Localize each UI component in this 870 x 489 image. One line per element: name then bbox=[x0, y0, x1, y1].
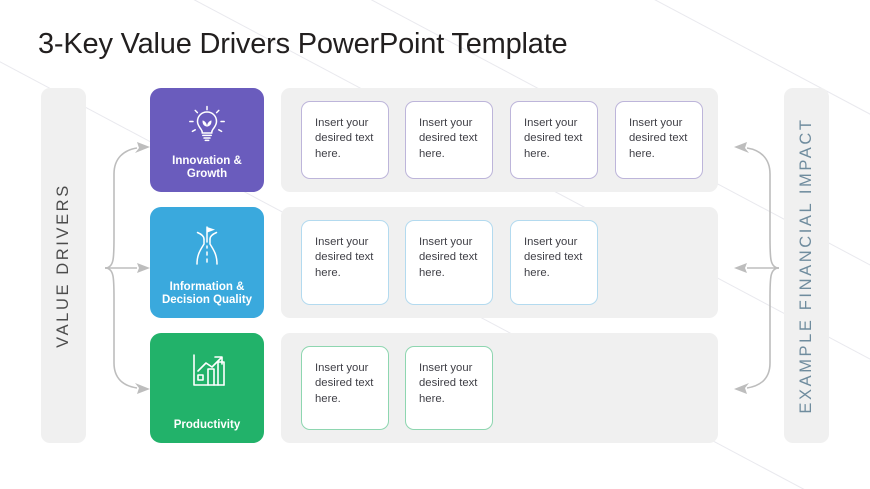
driver-box-innovation-growth[interactable]: Innovation & Growth bbox=[150, 88, 264, 192]
driver-box-information-decision-quality[interactable]: Information & Decision Quality bbox=[150, 207, 264, 318]
financial-impact-axis-bar: EXAMPLE FINANCIAL IMPACT bbox=[784, 88, 829, 443]
text-card[interactable]: Insert your desired text here. bbox=[405, 346, 493, 430]
bar-chart-growth-icon bbox=[193, 354, 225, 386]
text-card[interactable]: Insert your desired text here. bbox=[510, 101, 598, 179]
page-title: 3-Key Value Drivers PowerPoint Template bbox=[38, 28, 568, 60]
left-branch-connector bbox=[104, 142, 150, 394]
lightbulb-leaf-icon bbox=[189, 105, 225, 142]
text-card[interactable]: Insert your desired text here. bbox=[615, 101, 703, 179]
row-track-innovation-growth: Insert your desired text here. Insert yo… bbox=[281, 88, 718, 192]
row-track-productivity: Insert your desired text here. Insert yo… bbox=[281, 333, 718, 443]
text-card[interactable]: Insert your desired text here. bbox=[510, 220, 598, 305]
text-card[interactable]: Insert your desired text here. bbox=[301, 220, 389, 305]
text-card[interactable]: Insert your desired text here. bbox=[301, 346, 389, 430]
forked-road-flag-icon bbox=[196, 226, 218, 265]
row-track-information-decision-quality: Insert your desired text here. Insert yo… bbox=[281, 207, 718, 318]
driver-label: Information & Decision Quality bbox=[161, 281, 253, 306]
text-card[interactable]: Insert your desired text here. bbox=[405, 101, 493, 179]
driver-label: Productivity bbox=[173, 419, 241, 431]
text-card[interactable]: Insert your desired text here. bbox=[301, 101, 389, 179]
value-drivers-axis-label: VALUE DRIVERS bbox=[54, 183, 72, 348]
text-card[interactable]: Insert your desired text here. bbox=[405, 220, 493, 305]
driver-box-productivity[interactable]: Productivity bbox=[150, 333, 264, 443]
financial-impact-axis-label: EXAMPLE FINANCIAL IMPACT bbox=[797, 117, 815, 414]
right-branch-connector bbox=[734, 142, 780, 394]
driver-label: Innovation & Growth bbox=[172, 155, 242, 180]
value-drivers-axis-bar: VALUE DRIVERS bbox=[41, 88, 86, 443]
